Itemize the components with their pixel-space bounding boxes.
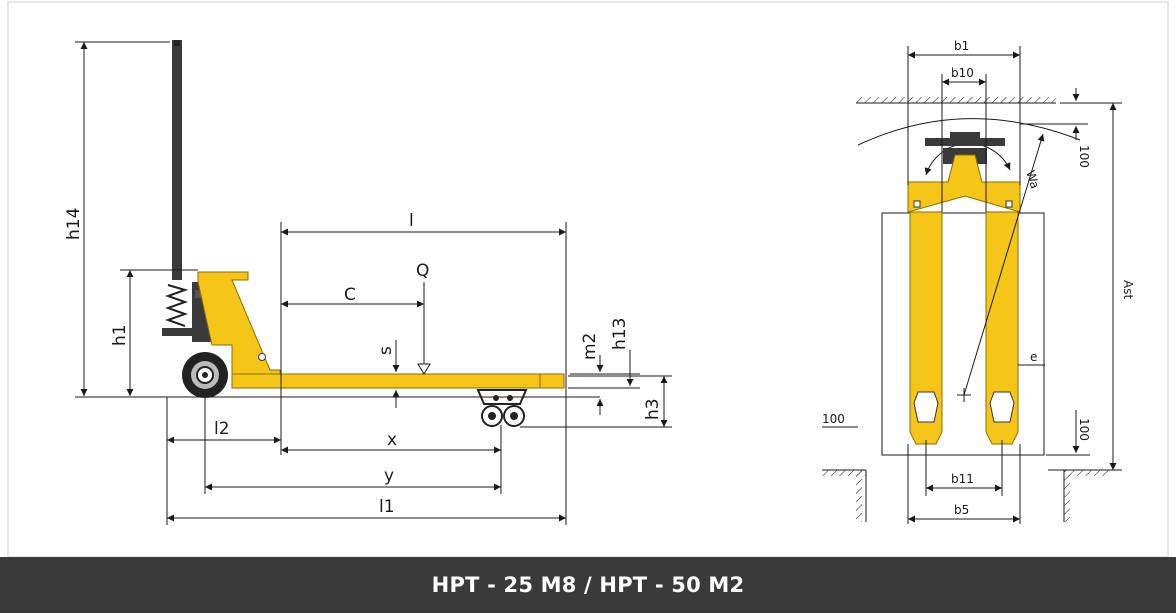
label-b1: b1 bbox=[954, 39, 969, 53]
label-h14: h14 bbox=[64, 208, 84, 240]
label-l1: l1 bbox=[379, 497, 395, 517]
label-b5: b5 bbox=[954, 503, 969, 517]
label-h1: h1 bbox=[110, 324, 130, 346]
side-view: h14 h1 l Q C s m2 h13 h3 bbox=[64, 40, 672, 525]
clearance-top: 100 bbox=[1077, 145, 1091, 168]
model-title: HPT - 25 M8 / HPT - 50 M2 bbox=[431, 573, 745, 597]
tiller-handle bbox=[172, 40, 182, 280]
label-l2: l2 bbox=[214, 419, 230, 439]
top-view: b1 b10 Wa e Ast 100 100 100 bbox=[822, 39, 1135, 524]
label-b11: b11 bbox=[951, 472, 974, 486]
label-e: e bbox=[1030, 350, 1037, 364]
truck-body-top bbox=[907, 154, 1021, 213]
fork-right bbox=[985, 211, 1019, 445]
label-s: s bbox=[376, 346, 396, 355]
label-Wa: Wa bbox=[1023, 169, 1042, 191]
label-y: y bbox=[384, 466, 394, 486]
label-h3: h3 bbox=[643, 398, 663, 420]
clearance-right: 100 bbox=[1077, 418, 1091, 441]
label-m2: m2 bbox=[580, 333, 600, 360]
label-x: x bbox=[387, 430, 397, 450]
label-Ast: Ast bbox=[1121, 280, 1135, 299]
drawing-canvas: h14 h1 l Q C s m2 h13 h3 bbox=[7, 1, 1169, 558]
pallet-outline bbox=[881, 212, 1045, 456]
spring bbox=[164, 284, 189, 327]
label-C: C bbox=[344, 285, 356, 305]
label-Q: Q bbox=[416, 261, 429, 281]
label-h13: h13 bbox=[610, 318, 630, 350]
title-bar: HPT - 25 M8 / HPT - 50 M2 bbox=[0, 557, 1176, 613]
label-b10: b10 bbox=[951, 66, 974, 80]
label-l: l bbox=[409, 211, 414, 231]
load-rollers bbox=[476, 389, 528, 427]
steer-wheel bbox=[182, 352, 228, 398]
clearance-left: 100 bbox=[822, 412, 845, 426]
